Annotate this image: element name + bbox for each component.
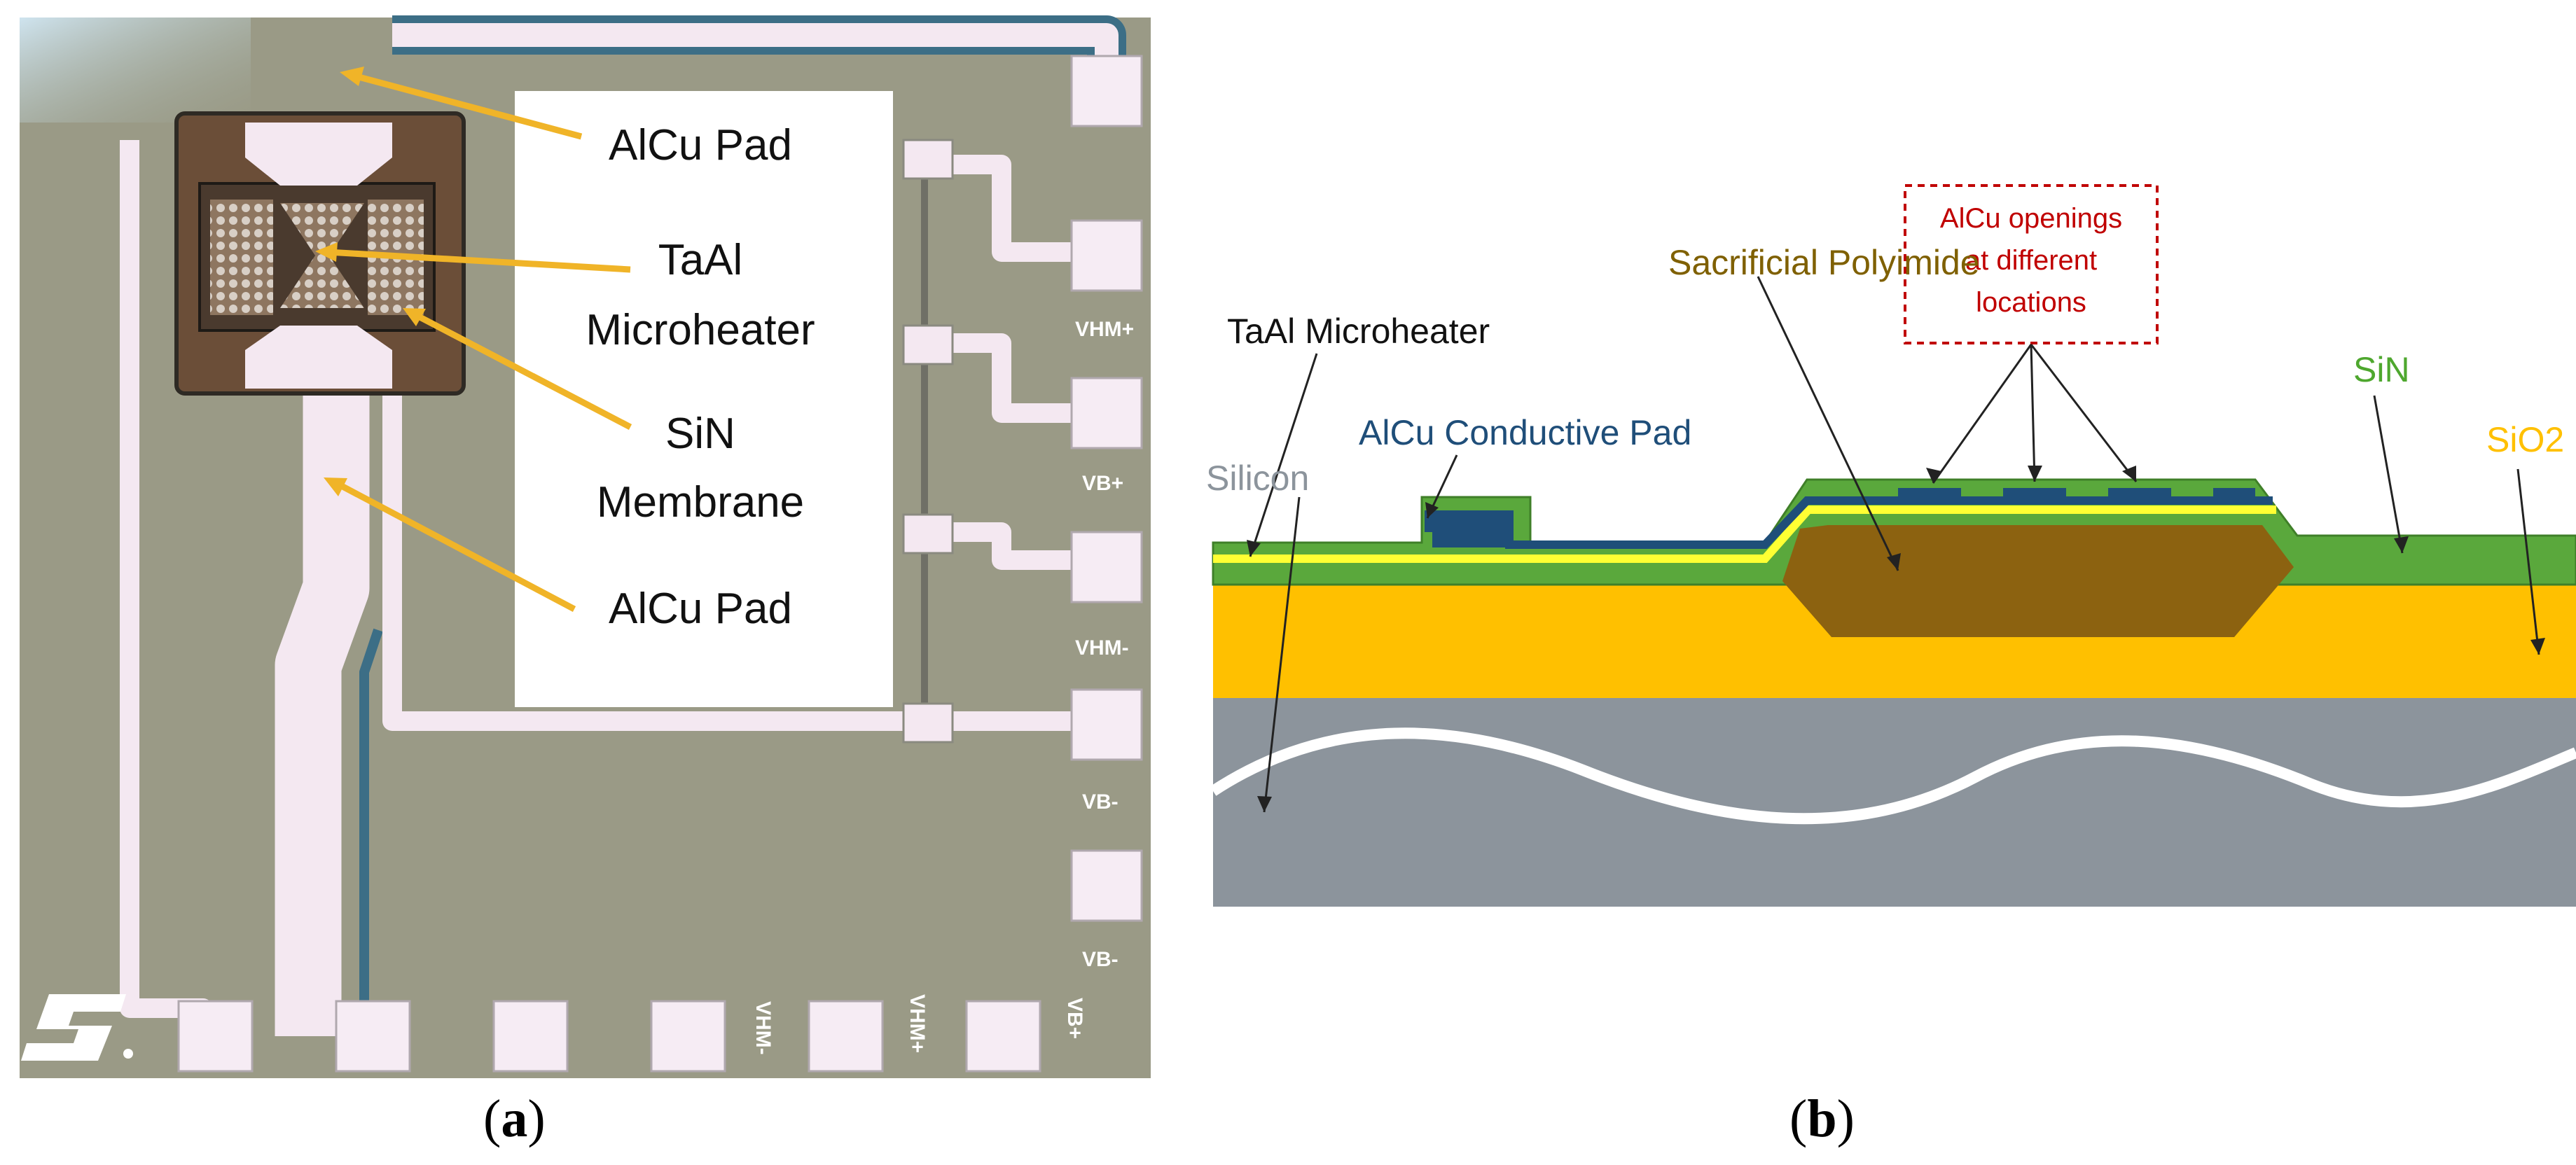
- label-taal-line1: TaAl: [658, 236, 743, 284]
- caption-b-letter: b: [1807, 1089, 1837, 1148]
- caption-a-letter: a: [501, 1089, 528, 1148]
- pad-label-bottom-vhm-plus: VHM+: [906, 994, 929, 1053]
- pointer-arrows: [315, 67, 632, 612]
- sense-pads: [902, 139, 954, 744]
- label-sin-line2: Membrane: [597, 478, 804, 526]
- pad-label-vb-minus-2: VB-: [1082, 948, 1119, 971]
- label-alcu-openings-line1: AlCu openings: [1940, 203, 2122, 234]
- pad-label-bottom-vb-plus: VB+: [1063, 998, 1086, 1039]
- label-sin-line1: SiN: [665, 410, 735, 458]
- label-silicon: Silicon: [1206, 459, 1309, 498]
- silicon-break-line: [1210, 727, 2576, 825]
- pad-label-vhm-minus: VHM-: [1075, 636, 1129, 660]
- label-taal-microheater: TaAl Microheater: [1227, 312, 1490, 351]
- caption-a: (a): [483, 1089, 546, 1148]
- pad-label-vb-minus: VB-: [1082, 790, 1119, 814]
- label-alcu-openings-line2: at different: [1965, 245, 2097, 276]
- label-taal-line2: Microheater: [586, 306, 815, 354]
- st-logo: [21, 994, 133, 1061]
- sin-openings-gaps: [1961, 490, 2213, 494]
- label-sin: SiN: [2353, 350, 2410, 389]
- chip-micrograph: VHM+ VB+ VHM- VB- VB- VHM- VHM+ VB+: [20, 15, 1151, 1078]
- pad-label-vb-plus: VB+: [1082, 472, 1123, 495]
- alcu-openings-callout-box: [1904, 184, 2159, 344]
- pad-label-bottom-vhm-minus: VHM-: [752, 1001, 775, 1055]
- label-alcu-pad-bottom: AlCu Pad: [609, 585, 792, 633]
- label-alcu-conductive-pad: AlCu Conductive Pad: [1359, 413, 1691, 452]
- corner-glow: [20, 18, 251, 123]
- label-sio2: SiO2: [2486, 420, 2564, 459]
- alcu-conductive-pad-shape: [1432, 512, 1508, 547]
- pad-label-vhm-plus: VHM+: [1075, 318, 1134, 341]
- metal-traces: [120, 15, 1126, 1050]
- leader-lines: [1249, 276, 2540, 813]
- label-alcu-openings-line3: locations: [1976, 287, 2086, 318]
- taal-microheater-layer: [1213, 505, 2276, 563]
- bond-pads: [177, 55, 1143, 1073]
- label-alcu-pad-top: AlCu Pad: [609, 121, 792, 169]
- caption-b: (b): [1789, 1089, 1855, 1148]
- label-sacrificial-polyimide: Sacrificial Polyimide: [1668, 243, 1980, 282]
- sacrificial-polyimide: [1782, 525, 2294, 637]
- leader-arrowheads: [1247, 466, 2545, 812]
- alcu-openings-shapes: [1898, 488, 2255, 496]
- cross-section-diagram: AlCu openings at different locations Sac…: [1206, 184, 2576, 907]
